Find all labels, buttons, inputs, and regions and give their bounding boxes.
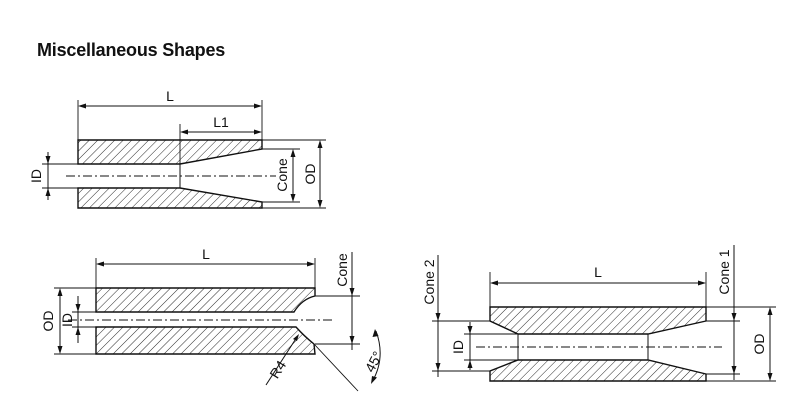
page-title: Miscellaneous Shapes — [37, 40, 226, 60]
shape-2-cone-label: Cone — [334, 253, 350, 287]
shape-1-cone-label: Cone — [274, 158, 290, 192]
shape-2-radius-chamfer: L OD ID Cone R4 45° — [40, 246, 386, 392]
shape-2-upper-wall — [95, 287, 316, 313]
shape-2-od-label: OD — [40, 311, 56, 332]
shape-3-length-label: L — [594, 264, 602, 280]
shape-1-lower-wall — [77, 187, 263, 209]
shape-3-od-label: OD — [751, 334, 767, 355]
shape-3-double-cone: L Cone 2 ID Cone 1 OD — [421, 245, 776, 382]
shape-1-upper-wall — [77, 139, 263, 165]
shape-2-radius-leader — [265, 336, 298, 386]
shape-3-cone-right-label: Cone 1 — [716, 249, 732, 294]
shape-2-radius-label: R4 — [266, 357, 289, 381]
shape-2-chamfer-extension — [313, 343, 359, 392]
shape-3-cone-left-label: Cone 2 — [421, 259, 437, 304]
shape-3-upper-wall — [489, 306, 707, 335]
shape-1-tapered-bore: L L1 ID Cone OD — [28, 88, 326, 209]
shape-2-length-label: L — [202, 246, 210, 262]
shape-2-angle-label: 45° — [362, 349, 386, 375]
shape-2-id-label: ID — [59, 313, 75, 327]
shape-1-length-label: L — [166, 88, 174, 104]
shape-3-lower-wall — [489, 359, 707, 382]
shape-1-od-label: OD — [302, 164, 318, 185]
shape-2-lower-wall — [95, 326, 316, 355]
shape-1-cone-length-label: L1 — [213, 114, 229, 130]
shape-1-id-label: ID — [28, 169, 44, 183]
shape-3-id-label: ID — [450, 340, 466, 354]
